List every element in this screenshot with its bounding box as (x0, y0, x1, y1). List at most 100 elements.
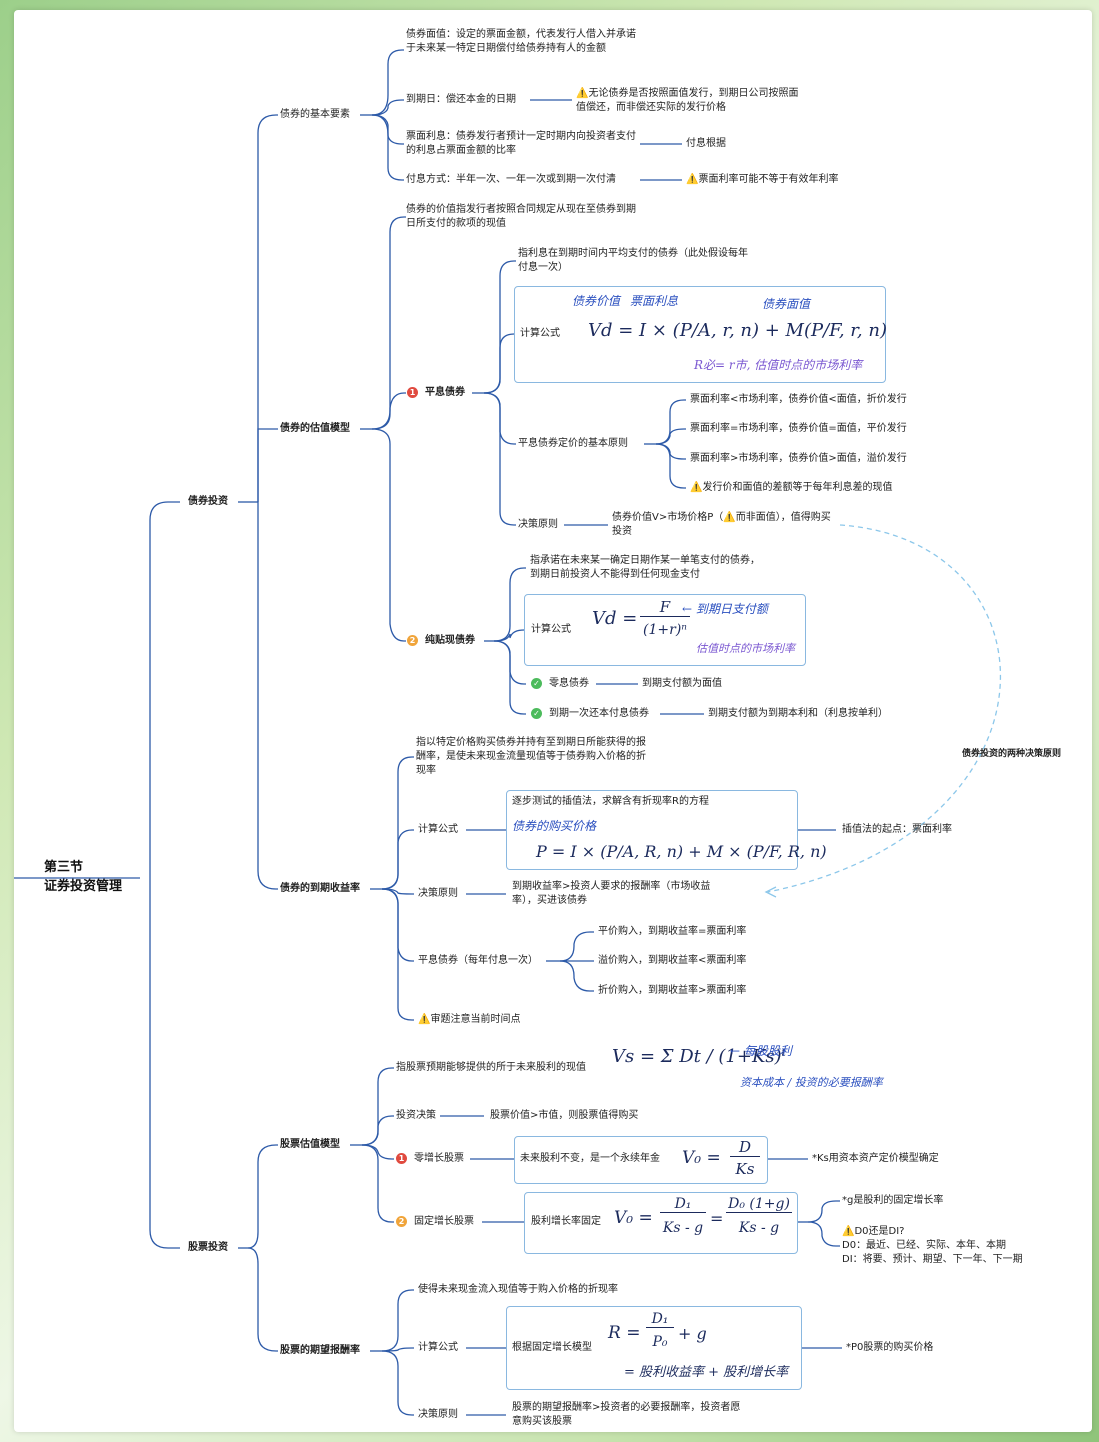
annotation-required-return: 资本成本 / 投资的必要报酬率 (740, 1076, 883, 1089)
node-payment[interactable]: 付息方式：半年一次、一年一次或到期一次付清 (406, 174, 616, 185)
note-d1-meaning[interactable]: DI：将要、预计、期望、下一年、下一期 (842, 1254, 1023, 1265)
note-d0-or-d1[interactable]: ⚠️D0还是DI? (842, 1226, 905, 1237)
formula-box-zero-growth (514, 1136, 768, 1184)
formula-box-constant-growth (524, 1192, 798, 1254)
node-constant-growth-stock[interactable]: 固定增长股票 (414, 1216, 474, 1227)
badge-two: 2 (396, 1216, 407, 1227)
annotation-face-value: 债券面值 (762, 297, 811, 311)
note-two-decision-principles[interactable]: 债券投资的两种决策原则 (962, 749, 1062, 759)
formula-r-line2: = 股利收益率 + 股利增长率 (624, 1365, 789, 1380)
node-yield-to-maturity[interactable]: 债券的到期收益率 (280, 883, 360, 894)
note-payment[interactable]: ⚠️票面利率可能不等于有效年利率 (686, 174, 839, 185)
formula-box-level-coupon (514, 286, 886, 383)
node-decision-principle[interactable]: 决策原则 (518, 519, 558, 530)
formula-constant-growth-lhs: V₀ = (614, 1208, 653, 1228)
ytm-discount[interactable]: 折价购入，到期收益率>票面利率 (598, 985, 747, 996)
label-formula[interactable]: 计算公式 (418, 824, 458, 835)
note-coupon[interactable]: 付息根据 (686, 138, 726, 149)
check-icon: ✓ (531, 708, 542, 719)
node-coupon[interactable]: 票面利息：债券发行者预计一定时期内向投资者支付的利息占票面金额的比率 (406, 131, 636, 156)
decision-bond-value[interactable]: 债券价值V>市场价格P（⚠️而非面值），值得购买投资 (612, 512, 831, 537)
constant-growth-desc: 股利增长率固定 (531, 1216, 601, 1227)
node-pricing-principles[interactable]: 平息债券定价的基本原则 (518, 438, 628, 449)
node-lump-sum-bond[interactable]: 到期一次还本付息债券 (549, 708, 649, 719)
formula-pure-discount-den: (1+r)ⁿ (643, 622, 687, 638)
formula-r-num: D₁ (646, 1311, 674, 1328)
note-p0-price[interactable]: *P0股票的购买价格 (846, 1342, 934, 1353)
formula-box-ytm (506, 790, 798, 870)
zero-growth-desc: 未来股利不变，是一个永续年金 (520, 1153, 660, 1164)
badge-one: 1 (407, 387, 418, 398)
node-ytm-definition[interactable]: 指以特定价格购买债券并持有至到期日所能获得的报酬率，是使未来现金流量现值等于债券… (416, 737, 646, 776)
formula-level-coupon: Vd = I × (P/A, r, n) + M(P/F, r, n) (588, 320, 887, 341)
formula-stock-value: Vs = Σ Dt / (1+Ks)ᵗ (612, 1046, 787, 1067)
formula-ytm: P = I × (P/A, R, n) + M × (P/F, R, n) (536, 842, 827, 861)
annotation-coupon-interest: 票面利息 (630, 294, 679, 308)
principle-par[interactable]: 票面利率=市场利率，债券价值=面值，平价发行 (690, 423, 907, 434)
principle-premium[interactable]: 票面利率>市场利率，债券价值>面值，溢价发行 (690, 453, 907, 464)
formula-box-expected-return (506, 1306, 802, 1390)
node-ytm-decision[interactable]: 决策原则 (418, 888, 458, 899)
node-bond-valuation[interactable]: 债券的估值模型 (280, 423, 350, 434)
node-zero-growth-stock[interactable]: 零增长股票 (414, 1153, 464, 1164)
check-icon: ✓ (531, 678, 542, 689)
formula-r-lhs: R = (608, 1323, 641, 1343)
annotation-maturity-payment: ← 到期日支付额 (682, 602, 768, 616)
note-d0-meaning[interactable]: D0：最近、已经、实际、本年、本期 (842, 1240, 1007, 1251)
formula-f2-den: Ks - g (738, 1220, 780, 1236)
formula-r-tail: + g (678, 1324, 707, 1343)
annotation-bond-value: 债券价值 (572, 294, 621, 308)
node-stock-value-definition[interactable]: 指股票预期能够提供的所于未来股利的现值 (396, 1062, 586, 1073)
node-zero-coupon-bond[interactable]: 零息债券 (549, 678, 589, 689)
formula-r-den: P₀ (652, 1334, 668, 1350)
node-expected-return-definition[interactable]: 使得未来现金流入现值等于购入价格的折现率 (418, 1284, 618, 1295)
principle-difference[interactable]: ⚠️发行价和面值的差额等于每年利息差的现值 (690, 482, 893, 493)
note-maturity[interactable]: ⚠️无论债券是否按照面值发行，到期日公司按照面值偿还，而非偿还实际的发行价格 (576, 88, 799, 113)
badge-one: 1 (396, 1153, 407, 1164)
node-maturity[interactable]: 到期日：偿还本金的日期 (406, 94, 516, 105)
formula-pure-discount-lhs: Vd = (592, 608, 638, 629)
node-bond-value-definition[interactable]: 债券的价值指发行者按照合同规定从现在至债券到期日所支付的款项的现值 (406, 204, 636, 229)
node-expected-return-decision[interactable]: 决策原则 (418, 1409, 458, 1420)
badge-two: 2 (407, 635, 418, 646)
formula-box-pure-discount (524, 594, 806, 666)
node-level-coupon-definition[interactable]: 指利息在到期时间内平均支付的债券（此处假设每年付息一次） (518, 248, 748, 273)
annotation-purchase-price: 债券的购买价格 (512, 819, 597, 833)
formula-f1-num: D₁ (660, 1196, 706, 1213)
formula-zero-growth-num: D (730, 1138, 760, 1157)
note-growth-rate[interactable]: *g是股利的固定增长率 (842, 1195, 944, 1206)
principle-discount[interactable]: 票面利率<市场利率，债券价值<面值，折价发行 (690, 394, 907, 405)
note-interpolation-start[interactable]: 插值法的起点：票面利率 (842, 824, 952, 835)
lump-sum-payment[interactable]: 到期支付额为到期本利和（利息按单利） (708, 708, 888, 719)
label-formula[interactable]: 计算公式 (418, 1342, 458, 1353)
formula-zero-growth-lhs: V₀ = (682, 1148, 721, 1168)
ytm-method: 逐步测试的插值法，求解含有折现率R的方程 (512, 796, 709, 807)
root-title-line2[interactable]: 证券投资管理 (44, 879, 123, 894)
note-current-time[interactable]: ⚠️审题注意当前时间点 (418, 1014, 521, 1025)
node-investment-decision[interactable]: 投资决策 (396, 1110, 436, 1121)
formula-zero-growth-den: Ks (735, 1160, 755, 1178)
node-ytm-level-coupon[interactable]: 平息债券（每年付息一次） (418, 955, 538, 966)
zero-coupon-payment[interactable]: 到期支付额为面值 (642, 678, 722, 689)
node-stock-valuation[interactable]: 股票估值模型 (280, 1139, 340, 1150)
node-face-value[interactable]: 债券面值：设定的票面金额，代表发行人借入并承诺于未来某一特定日期偿付给债券持有人… (406, 29, 636, 54)
stock-decision[interactable]: 股票价值>市值，则股票值得购买 (490, 1110, 639, 1121)
node-bond-investment[interactable]: 债券投资 (188, 496, 228, 507)
node-level-coupon-bond[interactable]: 平息债券 (425, 387, 465, 398)
ytm-par[interactable]: 平价购入，到期收益率=票面利率 (598, 926, 747, 937)
annotation-market-rate: R必= r市, 估值时点的市场利率 (694, 358, 863, 372)
root-title-line1[interactable]: 第三节 (44, 860, 84, 875)
expected-return-desc: 根据固定增长模型 (512, 1342, 592, 1353)
ytm-premium[interactable]: 溢价购入，到期收益率<票面利率 (598, 955, 747, 966)
node-stock-expected-return[interactable]: 股票的期望报酬率 (280, 1345, 360, 1356)
expected-return-decision[interactable]: 股票的期望报酬率>投资者的必要报酬率，投资者愿意购买该股票 (512, 1402, 741, 1427)
node-stock-investment[interactable]: 股票投资 (188, 1242, 228, 1253)
formula-f2-num: D₀ (1+g) (726, 1196, 792, 1213)
node-bond-elements[interactable]: 债券的基本要素 (280, 109, 350, 120)
node-pure-discount-definition[interactable]: 指承诺在未来某一确定日期作某一单笔支付的债券，到期日前投资人不能得到任何现金支付 (530, 555, 760, 580)
ytm-decision[interactable]: 到期收益率>投资人要求的报酬率（市场收益率），买进该债券 (512, 881, 711, 906)
formula-equals: = (710, 1209, 724, 1228)
formula-pure-discount-num: F (640, 598, 690, 617)
note-ks-capm[interactable]: *Ks用资本资产定价模型确定 (812, 1153, 939, 1164)
node-pure-discount-bond[interactable]: 纯贴现债券 (425, 635, 475, 646)
